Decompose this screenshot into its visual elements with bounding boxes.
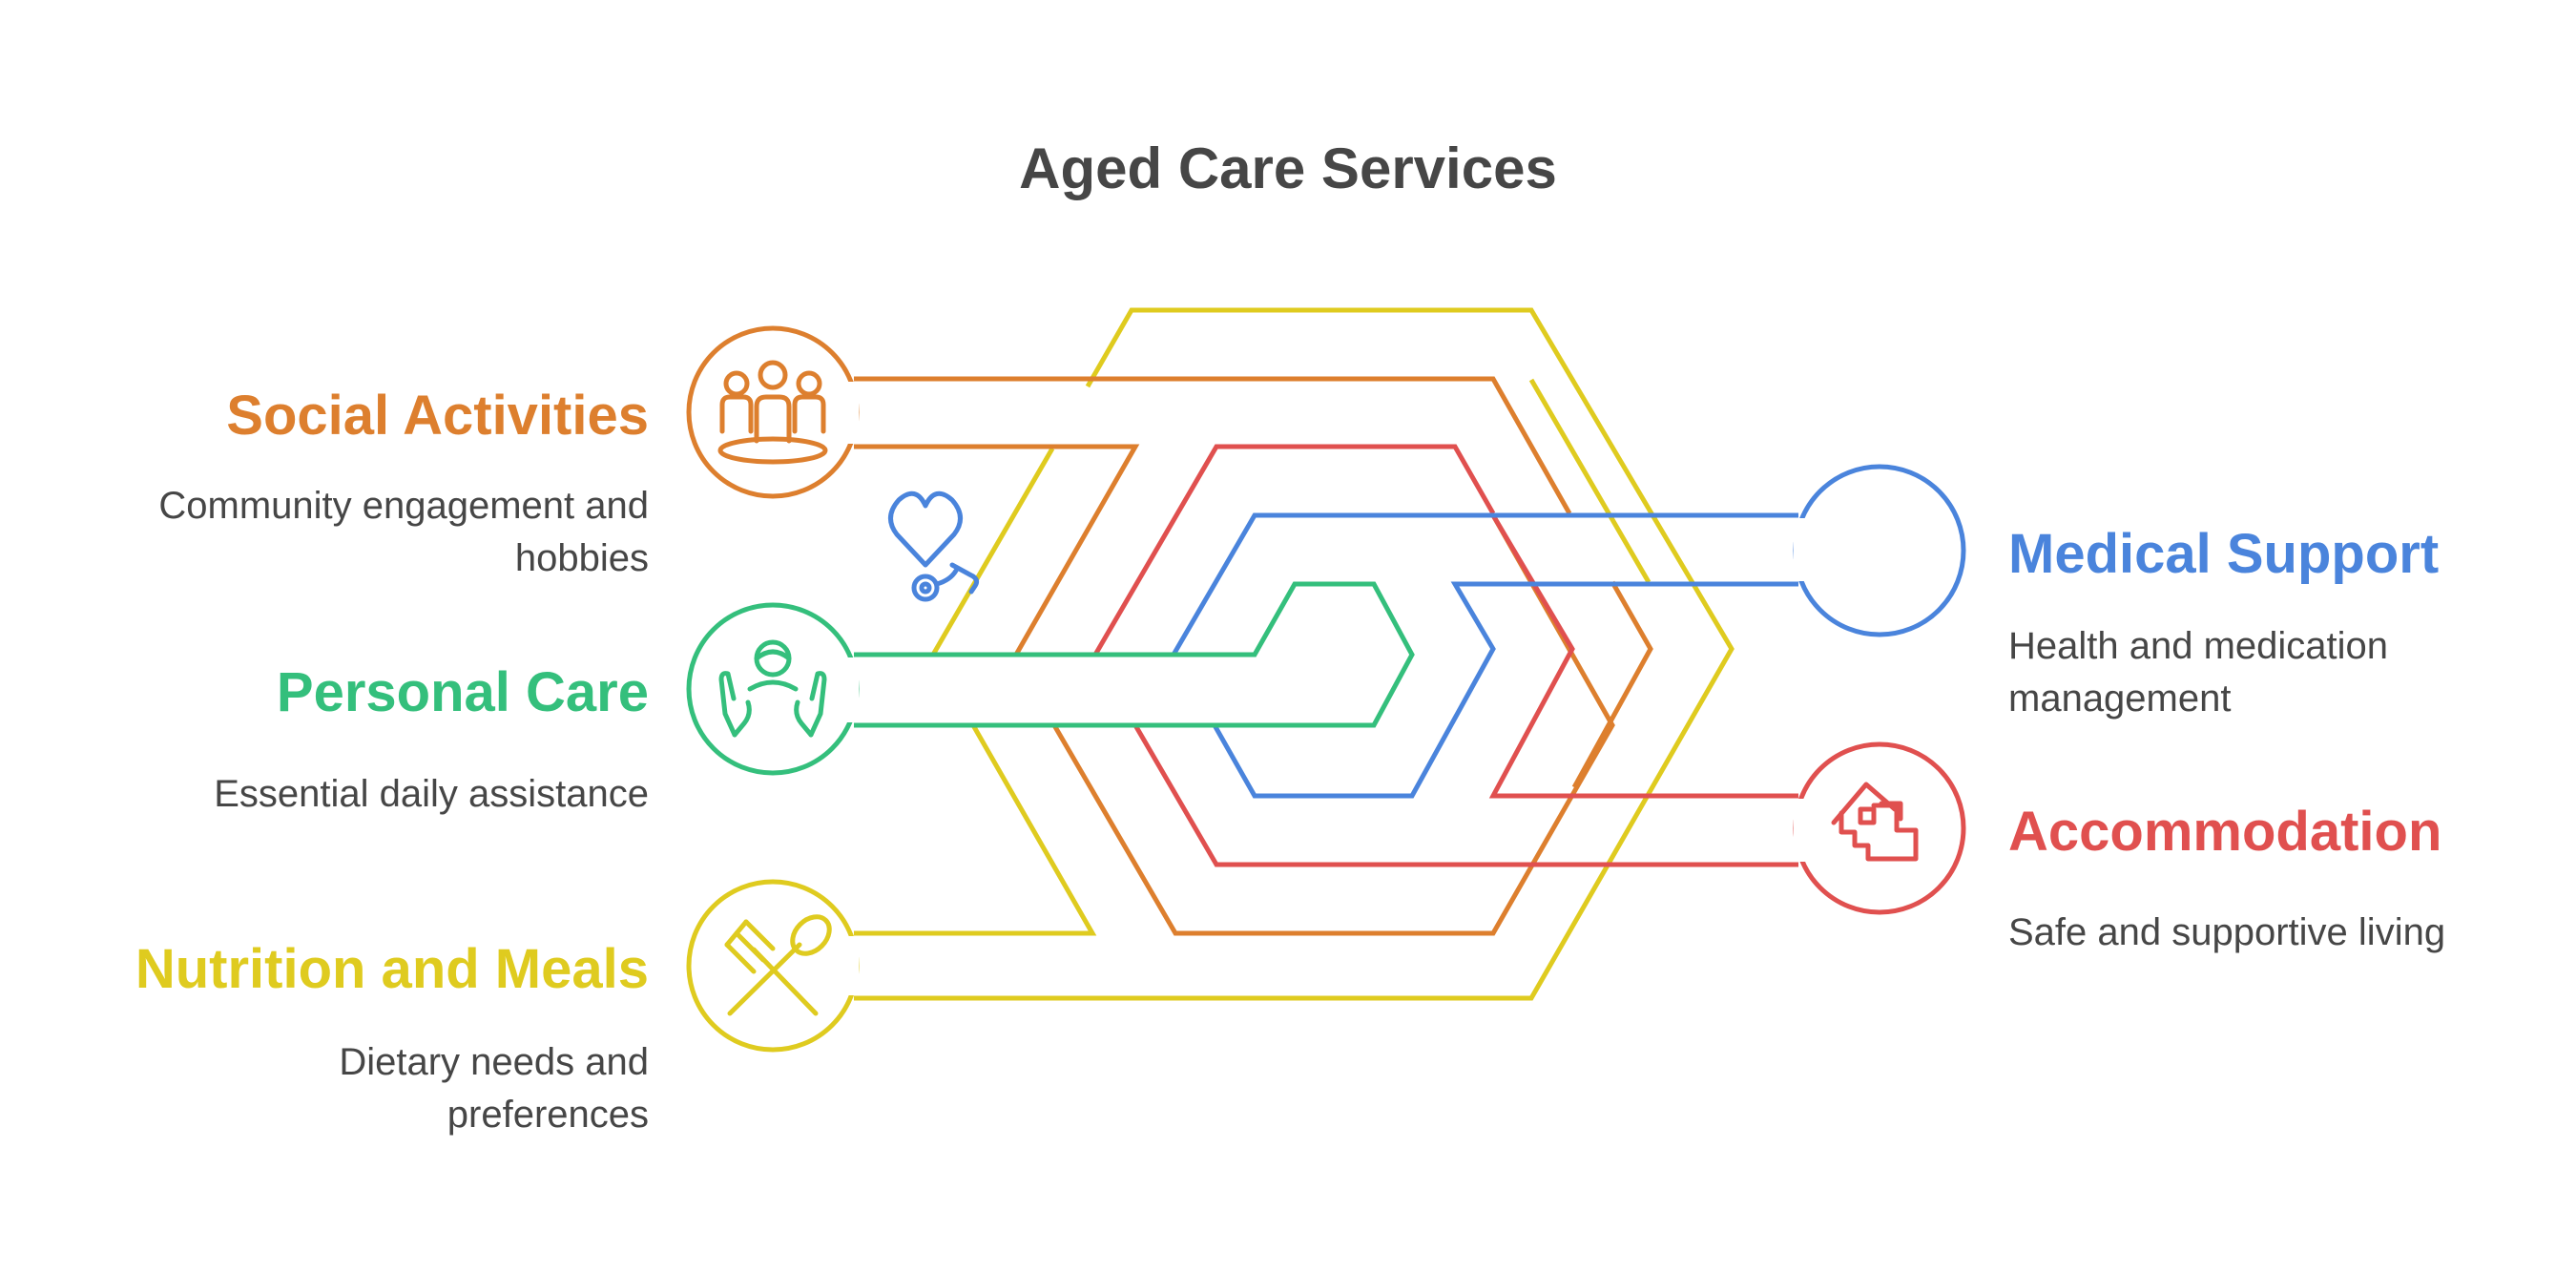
caregiver-hands-icon (718, 639, 827, 738)
nutrition-path-inner (854, 723, 1097, 936)
accommodation-desc: Safe and supportive living (2008, 911, 2446, 953)
page-title: Aged Care Services (1019, 136, 1557, 200)
personal-path-outer (854, 581, 1415, 728)
house-stairs-icon (1831, 782, 1919, 862)
medical-label: Medical Support (2008, 523, 2440, 585)
social-path-lower (1051, 513, 1615, 936)
personal-desc: Essential daily assistance (214, 773, 649, 815)
social-desc: Community engagement and hobbies (158, 485, 649, 579)
social-path-outer (854, 376, 1572, 515)
nutrition-path-outer (854, 307, 1735, 1001)
medical-desc: Health and medication management (2008, 625, 2389, 720)
personal-label: Personal Care (276, 661, 649, 723)
social-path-inner (854, 444, 1140, 657)
nutrition-label: Nutrition and Meals (135, 938, 649, 1000)
accommodation-path-upper (1092, 444, 1496, 657)
accommodation-path-outer (1132, 723, 1798, 867)
nutrition-path-segment-b (1528, 378, 1652, 584)
nutrition-path-segment-a (930, 447, 1055, 657)
nutrition-desc: Dietary needs and preferences (339, 1041, 649, 1136)
accommodation-label: Accommodation (2008, 801, 2442, 863)
heart-stethoscope-icon (888, 490, 980, 602)
medical-path-inner (1212, 581, 1798, 799)
community-group-icon (717, 360, 828, 465)
fork-spoon-icon (724, 914, 832, 1016)
social-path-upper (1571, 580, 1653, 789)
medical-path-outer (1171, 512, 1798, 657)
social-label: Social Activities (226, 385, 649, 447)
